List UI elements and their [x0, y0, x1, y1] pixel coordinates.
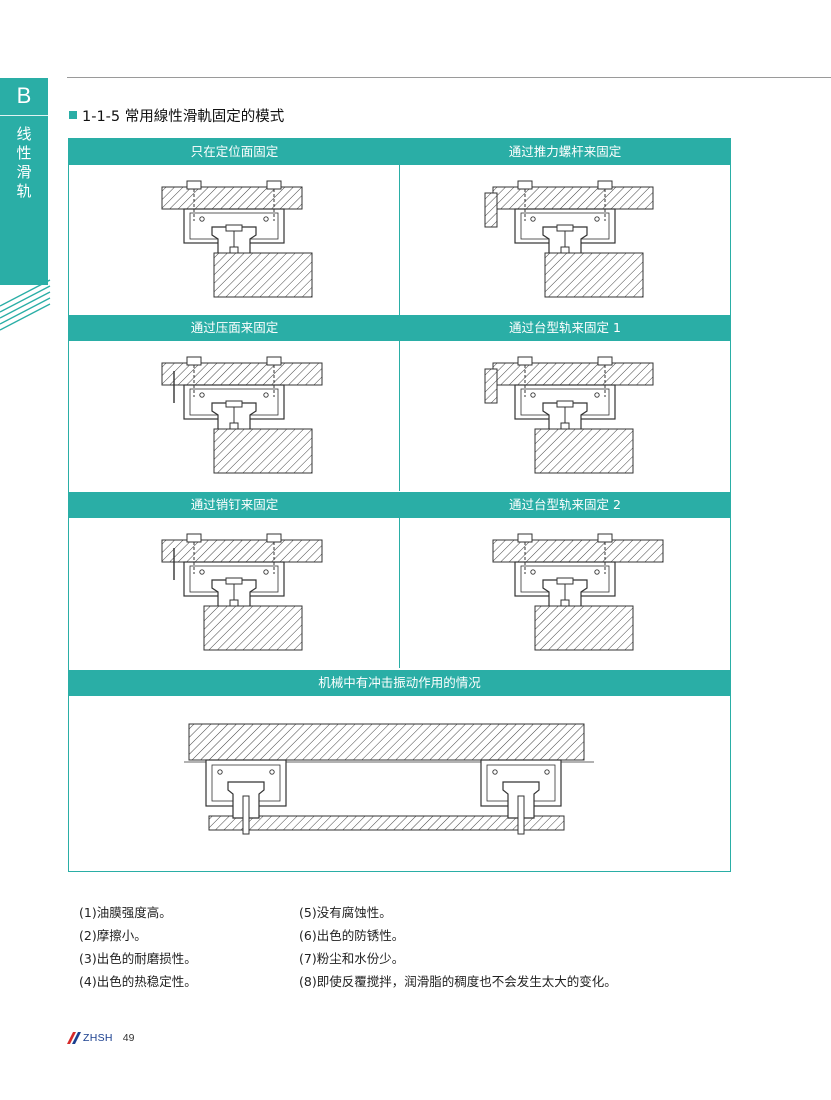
rail-mount-tapered-gib-2-diagram	[492, 533, 664, 651]
section-title-text: 1-1-5 常用線性滑軌固定的模式	[82, 108, 285, 125]
column-divider	[399, 165, 400, 315]
zhsh-logo-icon	[67, 1032, 81, 1044]
diagram-pin	[69, 518, 399, 668]
table-header-cell: 只在定位面固定	[69, 139, 400, 165]
top-rule	[67, 77, 831, 78]
diagram-thrust-screw	[400, 165, 730, 315]
diagram-press-plate	[69, 341, 399, 491]
chapter-tab-divider	[0, 115, 48, 116]
rail-mount-pin-diagram	[161, 533, 323, 651]
table-header-cell: 通过台型轨来固定 2	[400, 492, 730, 518]
mounting-methods-table: 只在定位面固定 通过推力螺杆来固定 通过压面来固定 通过台型轨来固定 1 通过销…	[68, 138, 731, 872]
chapter-tab	[0, 78, 48, 285]
note-item: (3)出色的耐磨损性。	[79, 951, 197, 966]
diagram-shock-vibration	[69, 696, 730, 871]
table-header-wide: 机械中有冲击振动作用的情况	[69, 670, 730, 696]
table-header-cell: 通过销钉来固定	[69, 492, 400, 518]
section-bullet-icon	[69, 111, 77, 119]
note-item: (4)出色的热稳定性。	[79, 974, 197, 989]
page-number: 49	[122, 1032, 135, 1044]
chapter-title-vertical: 线性滑轨	[16, 125, 32, 200]
note-item: (5)没有腐蚀性。	[299, 905, 392, 920]
section-title: 1-1-5 常用線性滑軌固定的模式	[69, 105, 284, 125]
brand-name: ZHSH	[83, 1032, 113, 1044]
diagram-tapered-gib-1	[400, 341, 730, 491]
decorative-stripes-icon	[0, 279, 51, 331]
rail-mount-thrust-screw-diagram	[484, 180, 654, 298]
rail-mount-datum-only-diagram	[161, 180, 313, 298]
rail-mount-shock-vibration-diagram	[184, 723, 594, 835]
table-header-cell: 通过压面来固定	[69, 315, 400, 341]
note-item: (1)油膜强度高。	[79, 905, 172, 920]
table-header-cell: 通过台型轨来固定 1	[400, 315, 730, 341]
column-divider	[399, 518, 400, 668]
page-footer: ZHSH 49	[67, 1030, 134, 1046]
diagram-tapered-gib-2	[400, 518, 730, 668]
note-item: (6)出色的防锈性。	[299, 928, 405, 943]
table-header-cell: 通过推力螺杆来固定	[400, 139, 730, 165]
chapter-letter: B	[16, 83, 32, 108]
column-divider	[399, 341, 400, 491]
rail-mount-press-plate-diagram	[161, 356, 323, 474]
note-item: (7)粉尘和水份少。	[299, 951, 405, 966]
rail-mount-tapered-gib-1-diagram	[484, 356, 654, 474]
diagram-datum-only	[69, 165, 399, 315]
note-item: (8)即使反覆搅拌，润滑脂的稠度也不会发生太大的变化。	[299, 974, 617, 989]
note-item: (2)摩擦小。	[79, 928, 147, 943]
